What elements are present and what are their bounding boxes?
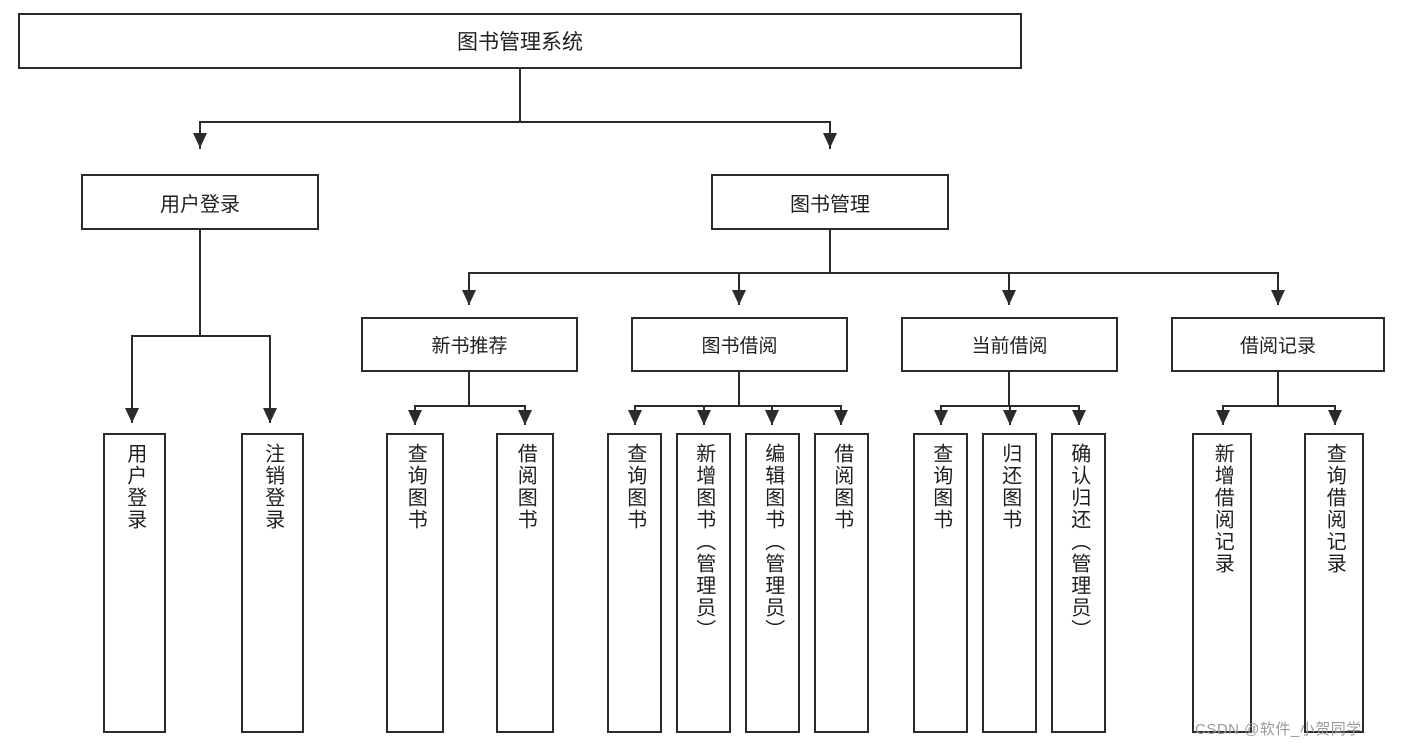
leaf-label: 归还图书	[998, 443, 1021, 531]
connector-user-login-stem	[199, 230, 201, 336]
connector-borrow-record-split-bar	[1222, 405, 1334, 407]
connector-book-manage-child-3	[1008, 272, 1010, 305]
leaf-label: 新增借阅记录	[1211, 443, 1234, 575]
leaf-label: 确认归还（管理员）	[1067, 443, 1090, 641]
node-label: 新书推荐	[431, 336, 508, 357]
connector-new-book-stem	[468, 372, 470, 406]
leaf-current-borrow-confirm-return[interactable]: 确认归还（管理员）	[1051, 433, 1106, 733]
leaf-label: 编辑图书（管理员）	[761, 443, 784, 641]
node-new-book-recommend[interactable]: 新书推荐	[361, 317, 578, 372]
leaf-book-borrow-edit-book[interactable]: 编辑图书（管理员）	[745, 433, 800, 733]
arrow-new-book-leaf-2	[518, 410, 532, 425]
leaf-label: 借阅图书	[514, 443, 537, 531]
connector-user-login-leaf-1	[131, 335, 133, 423]
node-label: 图书管理	[790, 193, 870, 216]
arrow-book-borrow-leaf-2	[697, 410, 711, 425]
arrow-borrow-record-leaf-1	[1216, 410, 1230, 425]
node-book-manage[interactable]: 图书管理	[711, 174, 949, 230]
arrow-book-borrow-leaf-4	[834, 410, 848, 425]
arrow-user-login-leaf-2	[263, 408, 277, 423]
node-label: 用户登录	[160, 193, 240, 216]
connector-book-borrow-stem	[738, 372, 740, 406]
arrow-book-manage-child-1	[462, 290, 476, 305]
connector-book-manage-split-bar	[468, 272, 1279, 274]
arrow-current-borrow-leaf-2	[1003, 410, 1017, 425]
leaf-label: 用户登录	[123, 443, 146, 531]
node-label: 图书借阅	[701, 336, 778, 357]
leaf-new-book-borrow-book[interactable]: 借阅图书	[496, 433, 554, 733]
leaf-label: 查询图书	[929, 443, 952, 531]
node-label: 图书管理系统	[457, 31, 583, 54]
leaf-book-borrow-add-book[interactable]: 新增图书（管理员）	[676, 433, 731, 733]
connector-root-split-bar	[199, 121, 831, 123]
arrow-current-borrow-leaf-3	[1072, 410, 1086, 425]
leaf-label: 注销登录	[261, 443, 284, 531]
node-borrow-record[interactable]: 借阅记录	[1171, 317, 1385, 372]
leaf-current-borrow-query-book[interactable]: 查询图书	[913, 433, 968, 733]
arrow-book-borrow-leaf-1	[628, 410, 642, 425]
leaf-label: 借阅图书	[830, 443, 853, 531]
node-book-borrow[interactable]: 图书借阅	[631, 317, 848, 372]
connector-user-login-leaf-2	[269, 335, 271, 423]
connector-book-borrow-split-bar	[634, 405, 842, 407]
connector-book-manage-stem	[829, 230, 831, 273]
leaf-user-login-login[interactable]: 用户登录	[103, 433, 166, 733]
leaf-label: 查询借阅记录	[1323, 443, 1346, 575]
leaf-borrow-record-query-record[interactable]: 查询借阅记录	[1304, 433, 1364, 733]
connector-current-borrow-stem	[1008, 372, 1010, 406]
connector-user-login-split-bar	[131, 335, 269, 337]
leaf-current-borrow-return-book[interactable]: 归还图书	[982, 433, 1037, 733]
connector-book-manage-child-1	[468, 272, 470, 305]
arrow-book-manage-child-3	[1002, 290, 1016, 305]
connector-new-book-split-bar	[414, 405, 524, 407]
leaf-label: 查询图书	[404, 443, 427, 531]
arrow-current-borrow-leaf-1	[934, 410, 948, 425]
arrow-new-book-leaf-1	[408, 410, 422, 425]
leaf-user-login-logout[interactable]: 注销登录	[241, 433, 304, 733]
node-label: 当前借阅	[971, 336, 1048, 357]
arrow-book-manage-child-2	[732, 290, 746, 305]
arrow-root-to-book-manage	[823, 133, 837, 148]
leaf-book-borrow-borrow-book[interactable]: 借阅图书	[814, 433, 869, 733]
node-current-borrow[interactable]: 当前借阅	[901, 317, 1118, 372]
node-label: 借阅记录	[1239, 336, 1316, 357]
leaf-borrow-record-add-record[interactable]: 新增借阅记录	[1192, 433, 1252, 733]
node-user-login[interactable]: 用户登录	[81, 174, 319, 230]
arrow-root-to-user-login	[193, 133, 207, 148]
leaf-new-book-query-book[interactable]: 查询图书	[386, 433, 444, 733]
arrow-book-borrow-leaf-3	[765, 410, 779, 425]
connector-root-stem	[519, 69, 521, 122]
leaf-label: 新增图书（管理员）	[692, 443, 715, 641]
connector-book-manage-child-4	[1277, 272, 1279, 305]
leaf-label: 查询图书	[623, 443, 646, 531]
connector-borrow-record-stem	[1277, 372, 1279, 406]
node-root-system[interactable]: 图书管理系统	[18, 13, 1022, 69]
csdn-watermark: CSDN @软件_小贺同学	[1195, 721, 1362, 738]
leaf-book-borrow-query-book[interactable]: 查询图书	[607, 433, 662, 733]
arrow-book-manage-child-4	[1271, 290, 1285, 305]
arrow-user-login-leaf-1	[125, 408, 139, 423]
connector-book-manage-child-2	[738, 272, 740, 305]
arrow-borrow-record-leaf-2	[1328, 410, 1342, 425]
